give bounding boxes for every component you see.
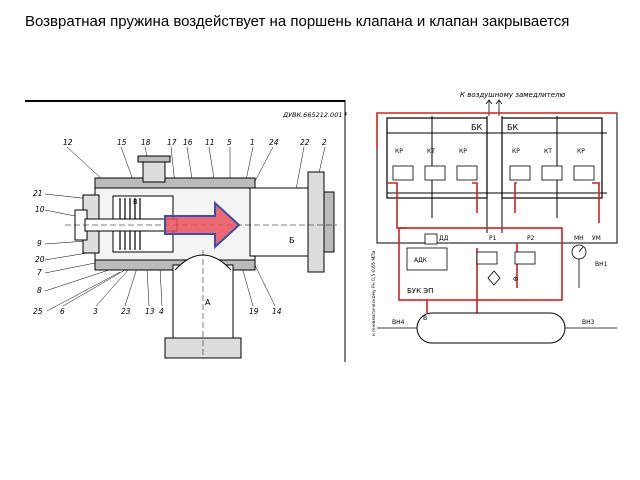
callout-21: 21 — [33, 189, 43, 198]
block-buk-ep: БУК ЭП — [407, 287, 433, 295]
solenoid-valves — [392, 165, 595, 181]
callouts-bottom: 6 3 23 13 4 19 14 — [60, 307, 282, 316]
callout-5: 5 — [227, 138, 232, 147]
callout-7: 7 — [37, 268, 42, 277]
callout-6: 6 — [60, 307, 65, 316]
callouts-top: 12 15 18 17 16 11 5 1 24 22 2 — [63, 138, 327, 147]
buk-ep-block: БУК ЭП АДК ДД Р1 Р2 Ф — [406, 233, 536, 295]
valve-kr-2: КР — [459, 148, 467, 155]
callout-1: 1 — [250, 138, 255, 147]
valve-kr-4: КР — [577, 148, 585, 155]
comp-vn4: ВН4 — [392, 319, 405, 326]
side-note: к пневматическому Рн 0,5-0,65 МПа — [371, 250, 377, 336]
chamber-label-v: В — [133, 198, 138, 206]
comp-v: В — [423, 315, 427, 322]
callout-12: 12 — [63, 138, 73, 147]
comp-vn1: ВН1 — [595, 261, 608, 268]
callouts-left: 21 10 9 20 7 8 25 — [33, 189, 45, 316]
bk-blocks: БК БК — [386, 117, 603, 199]
callout-11: 11 — [205, 138, 215, 147]
chamber-label-b: Б — [289, 236, 295, 245]
callout-10: 10 — [35, 205, 45, 214]
red-air-lines — [376, 112, 617, 313]
comp-mn: МН — [574, 235, 584, 242]
comp-r1: Р1 — [489, 235, 497, 242]
callout-9: 9 — [37, 239, 42, 248]
valve-labels: КР КТ КР КР КТ КР — [395, 148, 585, 155]
comp-vn3: ВН3 — [582, 319, 595, 326]
callout-24: 24 — [269, 138, 279, 147]
callout-4: 4 — [159, 307, 164, 316]
doc-code: ДУВК.665212.001 Р — [282, 111, 347, 119]
comp-um: УМ — [592, 235, 601, 242]
callout-20: 20 — [35, 255, 45, 264]
pneumatic-schematic: К воздушному замедлителю БК БК КР — [367, 88, 632, 363]
chamber-label-a: А — [205, 298, 211, 307]
block-adk: АДК — [414, 257, 428, 264]
valve-drawing-svg: ДУВК.665212.001 Р 12 15 18 17 16 11 5 1 … — [25, 100, 349, 362]
callout-2: 2 — [322, 138, 327, 147]
schematic-svg: К воздушному замедлителю БК БК КР — [371, 91, 618, 344]
piston-highlight — [164, 200, 241, 250]
air-reservoir: В ВН4 ВН3 — [377, 312, 617, 344]
callout-16: 16 — [183, 138, 193, 147]
comp-f: Ф — [513, 276, 518, 283]
schematic-header: К воздушному замедлителю — [460, 91, 566, 99]
callout-8: 8 — [37, 286, 42, 295]
callout-19: 19 — [249, 307, 259, 316]
comp-dd: ДД — [439, 235, 449, 242]
callout-15: 15 — [117, 138, 127, 147]
callout-14: 14 — [272, 307, 282, 316]
callout-22: 22 — [300, 138, 310, 147]
comp-r2: Р2 — [527, 235, 535, 242]
valve-kr-3: КР — [512, 148, 520, 155]
gauge-group: МН УМ ВН1 — [571, 235, 608, 288]
callout-23: 23 — [121, 307, 131, 316]
slide-title: Возвратная пружина воздействует на порше… — [25, 13, 570, 30]
valve-kr-1: КР — [395, 148, 403, 155]
callout-18: 18 — [141, 138, 151, 147]
valve-kt-1: КТ — [427, 148, 435, 155]
valve-body — [65, 155, 337, 359]
callout-25: 25 — [33, 307, 43, 316]
block-bk-right: БК — [507, 123, 518, 132]
block-bk-left: БК — [471, 123, 482, 132]
valve-kt-2: КТ — [544, 148, 552, 155]
valve-cross-section-drawing: ДУВК.665212.001 Р 12 15 18 17 16 11 5 1 … — [25, 100, 349, 362]
callout-13: 13 — [145, 307, 155, 316]
callout-3: 3 — [93, 307, 98, 316]
callout-17: 17 — [167, 138, 177, 147]
